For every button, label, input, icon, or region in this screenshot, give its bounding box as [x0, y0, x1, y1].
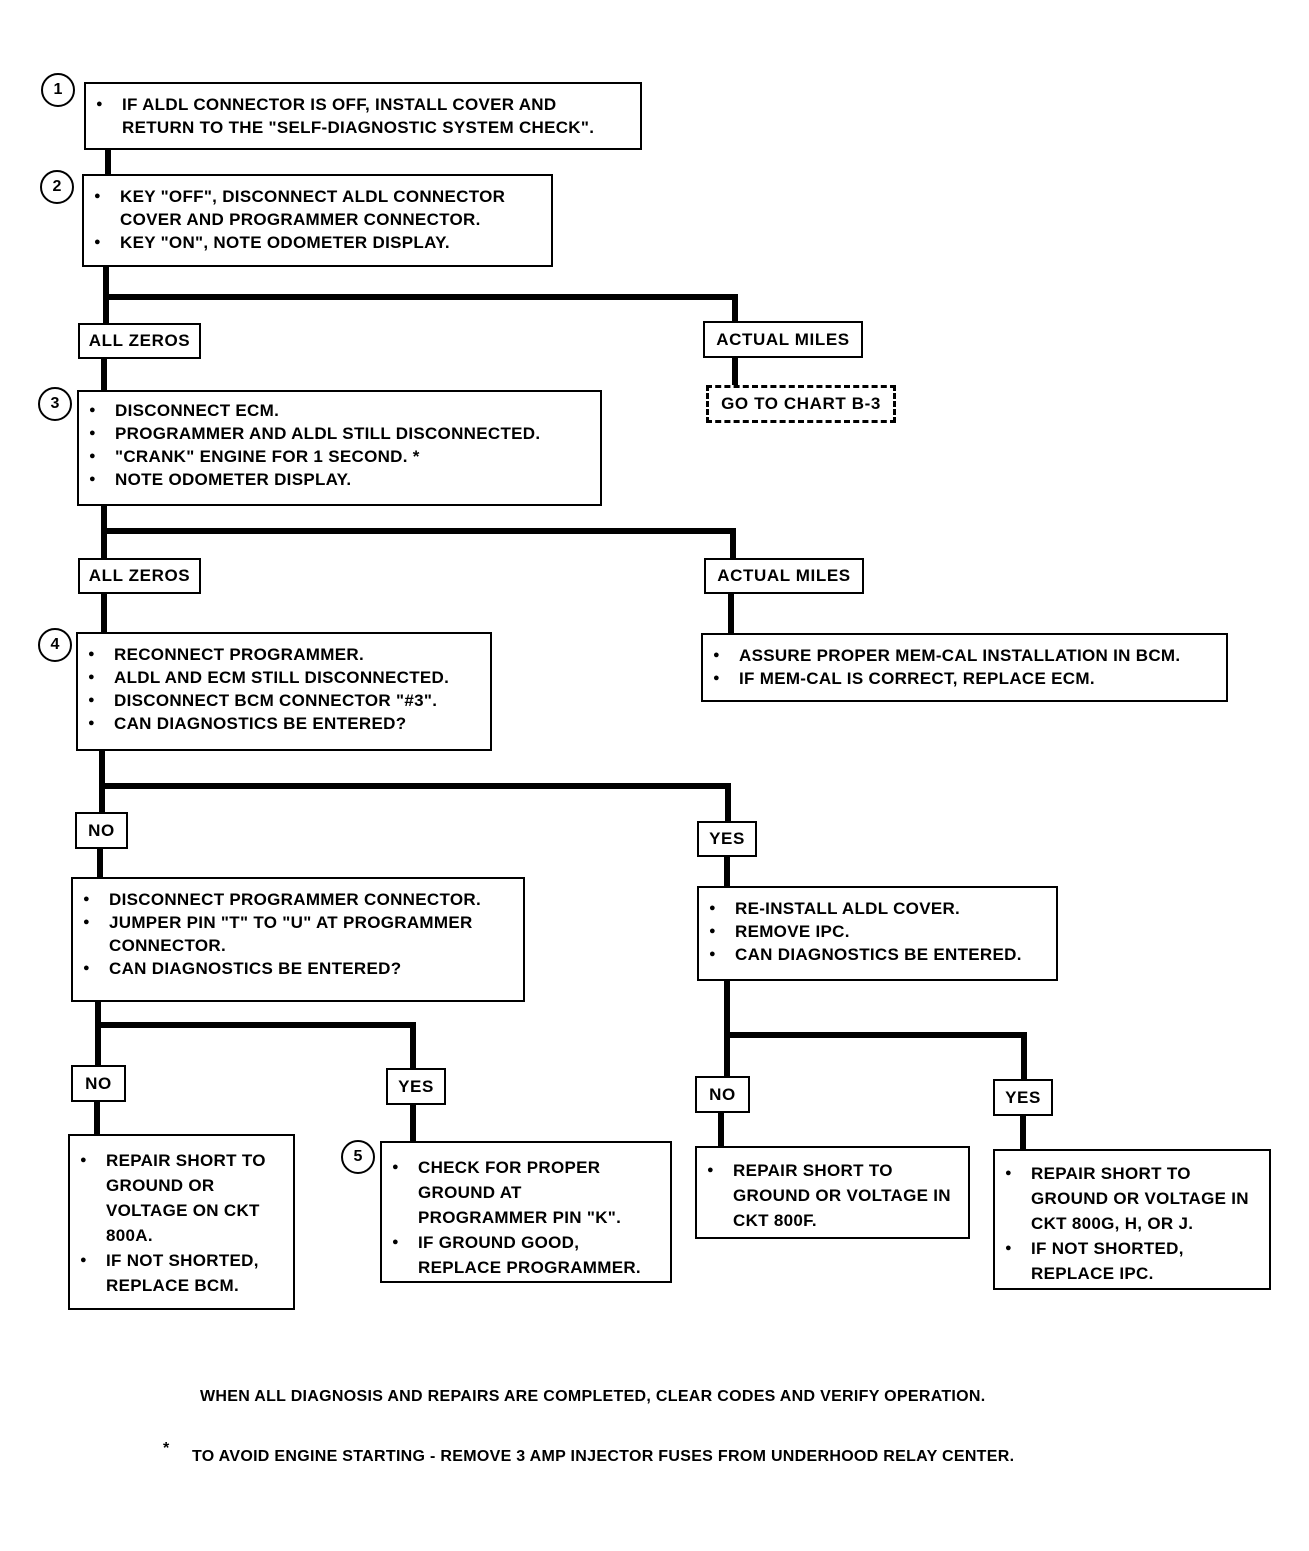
reinstall-aldl-item: REMOVE IPC.	[699, 920, 1056, 943]
repair-ckt-800f-item: REPAIR SHORT TO GROUND OR VOLTAGE IN CKT…	[697, 1158, 968, 1233]
repair-ckt-800f-box: REPAIR SHORT TO GROUND OR VOLTAGE IN CKT…	[695, 1146, 970, 1239]
programmer-connector-item: CAN DIAGNOSTICS BE ENTERED?	[73, 957, 523, 980]
actual-miles-label: ACTUAL MILES	[704, 558, 864, 594]
step-5-item: CHECK FOR PROPER GROUND AT PROGRAMMER PI…	[382, 1155, 670, 1230]
yes-label: YES	[386, 1068, 446, 1105]
reinstall-aldl-item: RE-INSTALL ALDL COVER.	[699, 897, 1056, 920]
line-reinstall-branch	[724, 977, 1027, 1083]
step-3-item: DISCONNECT ECM.	[79, 399, 600, 422]
footnote-asterisk: *	[163, 1440, 170, 1457]
completion-note: WHEN ALL DIAGNOSIS AND REPAIRS ARE COMPL…	[200, 1388, 986, 1405]
reinstall-aldl-box: RE-INSTALL ALDL COVER. REMOVE IPC. CAN D…	[697, 886, 1058, 981]
step-number-5: 5	[341, 1140, 375, 1174]
mem-cal-box: ASSURE PROPER MEM-CAL INSTALLATION IN BC…	[701, 633, 1228, 702]
no-label: NO	[695, 1076, 750, 1113]
step-4-box: RECONNECT PROGRAMMER. ALDL AND ECM STILL…	[76, 632, 492, 751]
mem-cal-item: IF MEM-CAL IS CORRECT, REPLACE ECM.	[703, 667, 1226, 690]
step-number-1: 1	[41, 73, 75, 107]
step-5-item: IF GROUND GOOD, REPLACE PROGRAMMER.	[382, 1230, 670, 1280]
no-label: NO	[71, 1065, 126, 1102]
repair-ckt-800g-box: REPAIR SHORT TO GROUND OR VOLTAGE IN CKT…	[993, 1149, 1271, 1290]
line-s2-branch	[103, 263, 738, 328]
step-3-box: DISCONNECT ECM. PROGRAMMER AND ALDL STIL…	[77, 390, 602, 506]
step-4-item: ALDL AND ECM STILL DISCONNECTED.	[78, 666, 490, 689]
step-3-item: NOTE ODOMETER DISPLAY.	[79, 468, 600, 491]
step-4-item: CAN DIAGNOSTICS BE ENTERED?	[78, 712, 490, 735]
step-5-box: CHECK FOR PROPER GROUND AT PROGRAMMER PI…	[380, 1141, 672, 1283]
step-1-item: IF ALDL CONNECTOR IS OFF, INSTALL COVER …	[86, 93, 640, 139]
step-3-item: "CRANK" ENGINE FOR 1 SECOND. *	[79, 445, 600, 468]
all-zeros-label: ALL ZEROS	[78, 558, 201, 594]
step-3-item: PROGRAMMER AND ALDL STILL DISCONNECTED.	[79, 422, 600, 445]
step-number-2: 2	[40, 170, 74, 204]
step-4-item: RECONNECT PROGRAMMER.	[78, 643, 490, 666]
all-zeros-label: ALL ZEROS	[78, 323, 201, 359]
repair-ckt-800g-item: REPAIR SHORT TO GROUND OR VOLTAGE IN CKT…	[995, 1161, 1269, 1236]
footnote: TO AVOID ENGINE STARTING - REMOVE 3 AMP …	[192, 1448, 1015, 1465]
mem-cal-item: ASSURE PROPER MEM-CAL INSTALLATION IN BC…	[703, 644, 1226, 667]
actual-miles-label: ACTUAL MILES	[703, 321, 863, 358]
reinstall-aldl-item: CAN DIAGNOSTICS BE ENTERED.	[699, 943, 1056, 966]
line-s3-branch	[101, 501, 736, 564]
step-2-item: KEY "OFF", DISCONNECT ALDL CONNECTOR COV…	[84, 185, 551, 231]
step-number-4: 4	[38, 628, 72, 662]
programmer-connector-box: DISCONNECT PROGRAMMER CONNECTOR. JUMPER …	[71, 877, 525, 1002]
repair-ckt-800a-item: REPAIR SHORT TO GROUND OR VOLTAGE ON CKT…	[70, 1148, 293, 1248]
line-progcon-branch	[95, 993, 416, 1072]
line-s4-branch	[99, 746, 731, 825]
step-2-box: KEY "OFF", DISCONNECT ALDL CONNECTOR COV…	[82, 174, 553, 267]
repair-ckt-800g-item: IF NOT SHORTED, REPLACE IPC.	[995, 1236, 1269, 1286]
step-1-box: IF ALDL CONNECTOR IS OFF, INSTALL COVER …	[84, 82, 642, 150]
step-2-item: KEY "ON", NOTE ODOMETER DISPLAY.	[84, 231, 551, 254]
programmer-connector-item: JUMPER PIN "T" TO "U" AT PROGRAMMER CONN…	[73, 911, 523, 957]
step-4-item: DISCONNECT BCM CONNECTOR "#3".	[78, 689, 490, 712]
yes-label: YES	[993, 1079, 1053, 1116]
yes-label: YES	[697, 821, 757, 857]
repair-ckt-800a-item: IF NOT SHORTED, REPLACE BCM.	[70, 1248, 293, 1298]
go-to-chart-label: GO TO CHART B-3	[706, 385, 896, 423]
programmer-connector-item: DISCONNECT PROGRAMMER CONNECTOR.	[73, 888, 523, 911]
step-number-3: 3	[38, 387, 72, 421]
repair-ckt-800a-box: REPAIR SHORT TO GROUND OR VOLTAGE ON CKT…	[68, 1134, 295, 1310]
no-label: NO	[75, 812, 128, 849]
